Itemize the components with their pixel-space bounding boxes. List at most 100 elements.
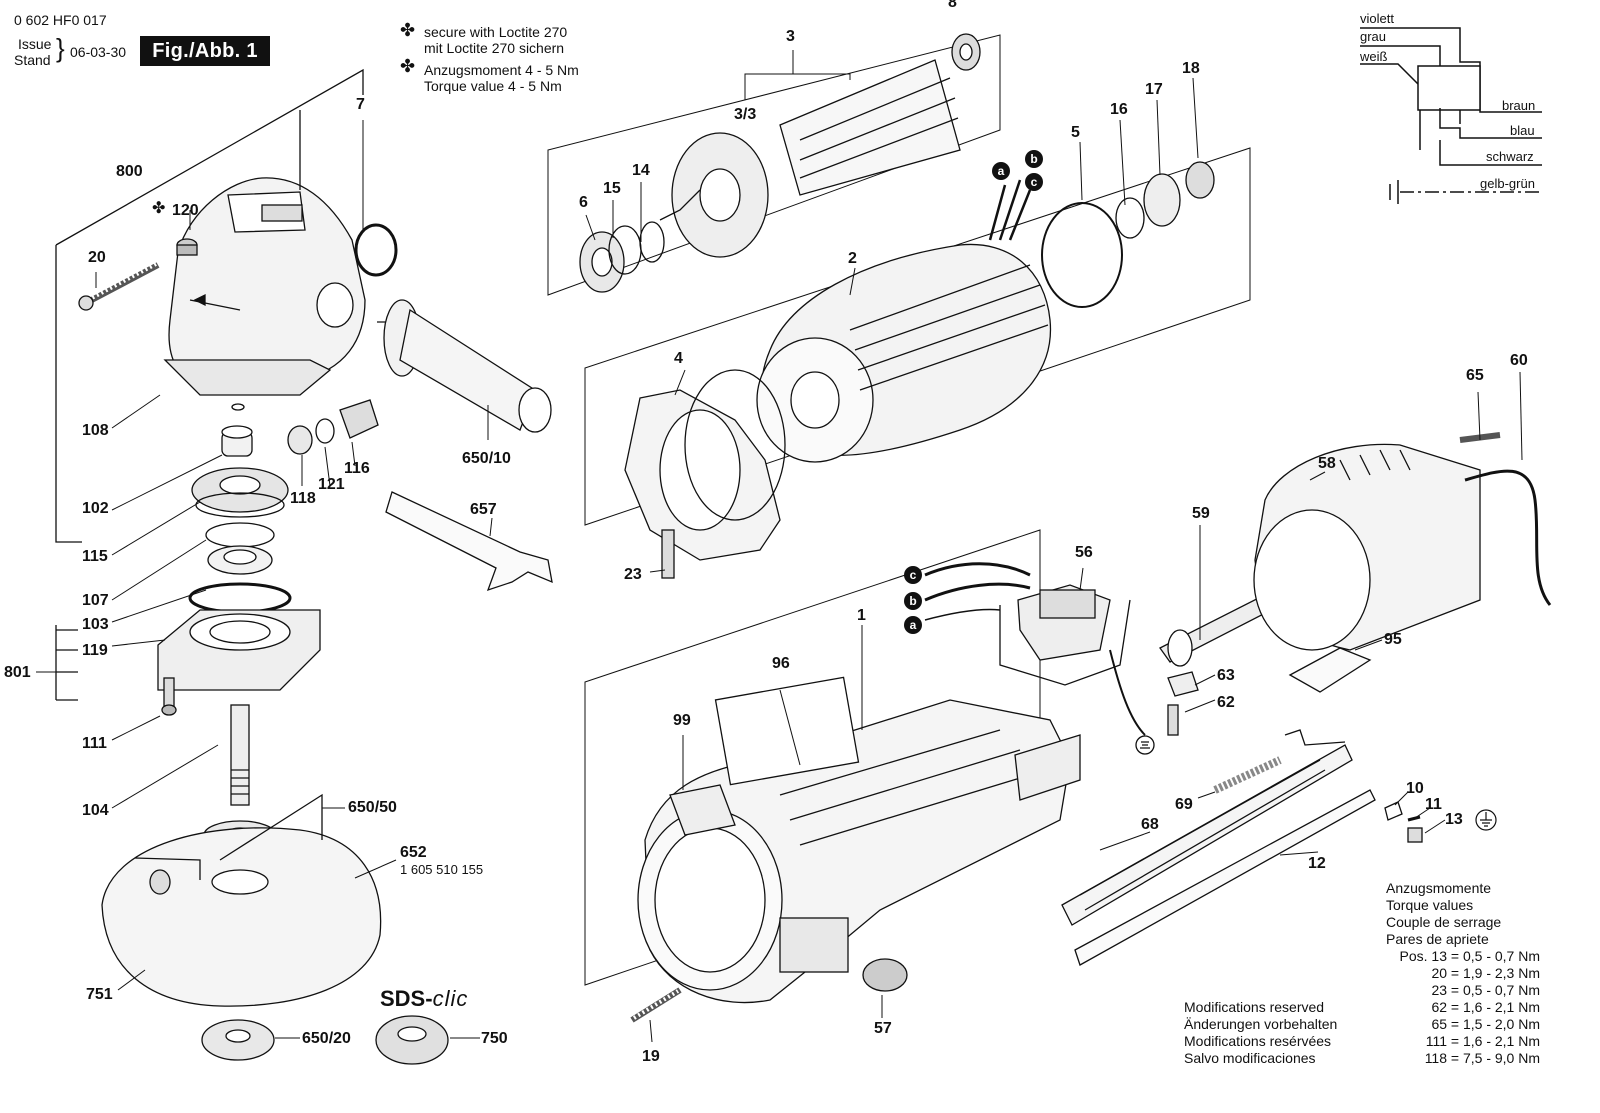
modifications-de: Änderungen vorbehalten <box>1184 1016 1338 1032</box>
label-13: 13 <box>1445 811 1463 828</box>
field-2 <box>584 147 1251 526</box>
switch-56 <box>999 584 1131 686</box>
label-4: 4 <box>674 350 683 367</box>
sds-clic-logo: SDS-clic <box>380 986 468 1012</box>
torque-row-13: Pos. 13 = 0,5 - 0,7 Nm <box>1399 948 1540 964</box>
label-96: 96 <box>772 655 790 672</box>
armature-3 <box>547 33 1001 296</box>
label-120: 120 <box>172 202 199 219</box>
label-115: 115 <box>82 548 108 565</box>
stand-label: Stand <box>14 52 51 68</box>
brace: } <box>56 33 65 63</box>
spring-69 <box>1213 756 1282 794</box>
label-16: 16 <box>1110 101 1128 118</box>
label-65: 65 <box>1466 367 1484 384</box>
label-17: 17 <box>1145 81 1163 98</box>
label-63: 63 <box>1217 667 1235 684</box>
handle-58 <box>1253 443 1481 651</box>
label-657: 657 <box>470 501 497 518</box>
label-12: 12 <box>1308 855 1326 872</box>
torque-heading-es: Pares de apriete <box>1386 931 1489 947</box>
label-652-order-no: 1 605 510 155 <box>400 862 484 877</box>
label-3: 3 <box>786 28 795 45</box>
wire-badge-b: b <box>904 592 922 610</box>
label-119: 119 <box>82 642 108 659</box>
part-number: 0 602 HF0 017 <box>14 12 107 28</box>
wire-violett: violett <box>1360 11 1394 26</box>
loctite-en: secure with Loctite 270 <box>424 24 568 40</box>
bearing-flange-119 <box>157 609 321 691</box>
label-111: 111 <box>82 735 107 752</box>
label-20: 20 <box>88 249 106 266</box>
modifications-note: Modifications reserved Änderungen vorbeh… <box>1184 999 1337 1067</box>
torque-heading-fr: Couple de serrage <box>1386 914 1502 930</box>
label-11: 11 <box>1425 796 1442 813</box>
fan-guide-4 <box>624 369 786 561</box>
loctite-de: mit Loctite 270 sichern <box>424 40 565 56</box>
wire-badge-c: c <box>904 566 922 584</box>
label-3-3: 3/3 <box>734 106 757 123</box>
label-104: 104 <box>82 802 109 819</box>
torque-heading-de: Anzugsmomente <box>1386 880 1492 896</box>
label-800: 800 <box>116 163 143 180</box>
label-108: 108 <box>82 422 109 439</box>
wiring-diagram <box>1360 27 1542 204</box>
label-118: 118 <box>290 490 316 507</box>
label-7: 7 <box>356 96 365 113</box>
label-69: 69 <box>1175 796 1193 813</box>
screw-20 <box>78 262 160 311</box>
label-650-50: 650/50 <box>348 799 397 816</box>
sds-prefix: SDS- <box>380 986 433 1011</box>
label-19: 19 <box>642 1048 660 1065</box>
wire-badge-c-top: c <box>1025 173 1043 191</box>
label-68: 68 <box>1141 816 1159 833</box>
torque-symbol: ✤ <box>400 56 416 76</box>
guard-652 <box>101 827 382 1007</box>
label-15: 15 <box>603 180 621 197</box>
issue-label: Issue <box>18 36 52 52</box>
label-10: 10 <box>1406 780 1424 797</box>
label-58: 58 <box>1318 455 1336 472</box>
wire-gelb-gruen: gelb-grün <box>1480 176 1535 191</box>
bearing-107 <box>205 522 275 575</box>
torque-heading-en: Torque values <box>1386 897 1474 913</box>
issue-date: 06-03-30 <box>70 44 127 60</box>
loctite-symbol: ✤ <box>400 20 416 40</box>
aux-handle-650-10 <box>377 299 552 433</box>
torque-row-23: 23 = 0,5 - 0,7 Nm <box>1431 982 1540 998</box>
wire-blau: blau <box>1510 123 1535 138</box>
nut-washer-pinion <box>287 399 379 455</box>
modifications-fr: Modifications resérvées <box>1184 1033 1332 1049</box>
screw-111 <box>161 677 177 716</box>
torque-row-111: 111 = 1,6 - 2,1 Nm <box>1425 1033 1540 1049</box>
switch-rod-68 <box>1061 729 1353 926</box>
label-102: 102 <box>82 500 109 517</box>
bevel-gear-115 <box>191 467 289 518</box>
bearing-102 <box>221 425 253 457</box>
wrench-657 <box>385 491 553 592</box>
wire-weiss: weiß <box>1360 49 1388 64</box>
wire-badge-a-top: a <box>992 162 1010 180</box>
screw-plug-120 <box>176 238 198 256</box>
label-750: 750 <box>481 1030 508 1047</box>
label-62: 62 <box>1217 694 1235 711</box>
label-14: 14 <box>632 162 650 179</box>
modifications-es: Salvo modificaciones <box>1184 1050 1316 1066</box>
label-18: 18 <box>1182 60 1200 77</box>
label-103: 103 <box>82 616 109 633</box>
label-6: 6 <box>579 194 588 211</box>
modifications-en: Modifications reserved <box>1184 999 1325 1015</box>
torque-row-118: 118 = 7,5 - 9,0 Nm <box>1424 1050 1540 1066</box>
torque-heading: Anzugsmomente Torque values Couple de se… <box>1386 880 1501 948</box>
label-5: 5 <box>1071 124 1080 141</box>
sds-suffix: clic <box>432 986 469 1011</box>
torque-row-20: 20 = 1,9 - 2,3 Nm <box>1431 965 1540 981</box>
motor-housing-1 <box>584 529 1081 1004</box>
label-99: 99 <box>673 712 691 729</box>
label-650-20: 650/20 <box>302 1030 351 1047</box>
wire-grau: grau <box>1360 29 1387 44</box>
spindle-104 <box>230 704 250 806</box>
torque-table: Pos. 13 = 0,5 - 0,7 Nm 20 = 1,9 - 2,3 Nm… <box>1386 948 1540 1067</box>
label-2: 2 <box>848 250 857 267</box>
torque-row-62: 62 = 1,6 - 2,1 Nm <box>1431 999 1540 1015</box>
